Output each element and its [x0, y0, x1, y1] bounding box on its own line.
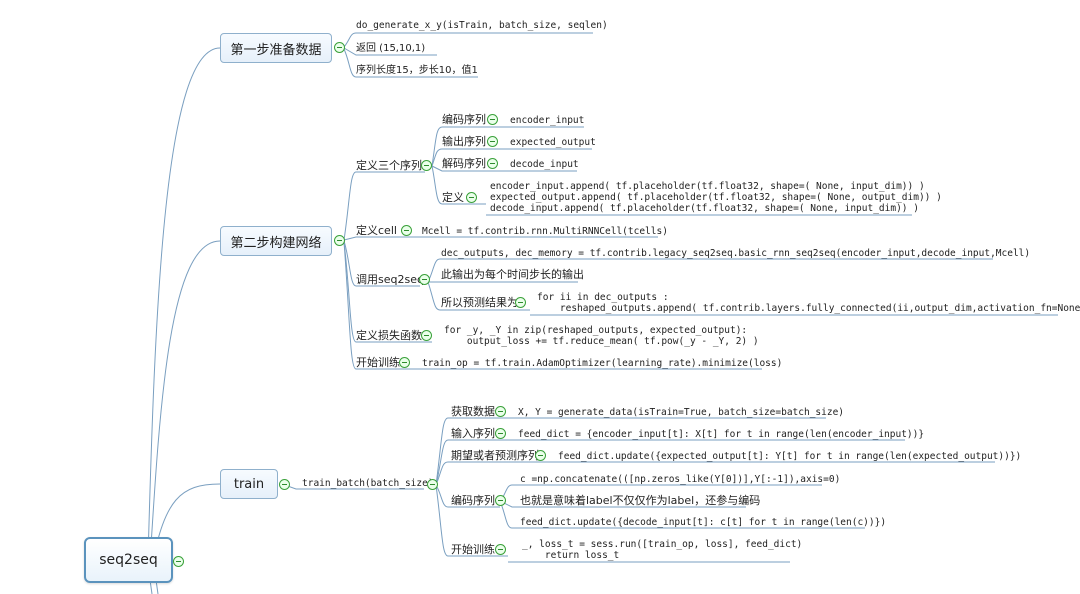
predict-code: for ii in dec_outputs : reshaped_outputs… [537, 292, 1080, 314]
encode-seq-label: 编码序列 [451, 494, 495, 507]
call-label: 调用seq2seq [356, 273, 424, 286]
step2-train-label: 开始训练 [356, 356, 400, 369]
expect-seq-label: 期望或者预测序列 [451, 449, 539, 462]
collapse-icon[interactable] [334, 235, 345, 246]
get-data-label: 获取数据 [451, 405, 495, 418]
collapse-icon[interactable] [401, 225, 412, 236]
cell-value: Mcell = tf.contrib.rnn.MultiRNNCell(tcel… [422, 226, 668, 237]
encode-note: 也就是意味着label不仅仅作为label，还参与编码 [520, 494, 761, 507]
collapse-icon[interactable] [466, 192, 477, 203]
train-label: train [233, 476, 265, 492]
encode-code-1: c =np.concatenate(([np.zeros_like(Y[0])]… [520, 474, 841, 485]
get-data-code: X, Y = generate_data(isTrain=True, batch… [518, 407, 845, 418]
collapse-icon[interactable] [421, 330, 432, 341]
step2-label: 第二步构建网络 [230, 235, 322, 251]
input-seq-label: 输入序列 [451, 427, 495, 440]
step2-train-code: train_op = tf.train.AdamOptimizer(learni… [422, 358, 783, 369]
seq-encode-value: encoder_input [510, 115, 585, 126]
loss-label: 定义损失函数 [356, 329, 422, 342]
step1-item-seqlen: 序列长度15，步长10，值1 [356, 65, 478, 76]
root-label: seq2seq [99, 552, 158, 568]
start-train-label: 开始训练 [451, 543, 495, 556]
train-node[interactable]: train [220, 469, 278, 499]
cell-label: 定义cell [356, 224, 397, 237]
define3-label: 定义三个序列 [356, 159, 422, 172]
train-batch: train_batch(batch_size) [302, 478, 434, 489]
define-line-3: decode_input.append( tf.placeholder(tf.f… [490, 203, 919, 214]
collapse-icon[interactable] [515, 297, 526, 308]
step2-node[interactable]: 第二步构建网络 [220, 226, 332, 256]
step1-item-return: 返回 (15,10,1) [356, 43, 426, 54]
define-label: 定义 [442, 191, 464, 204]
collapse-icon[interactable] [487, 158, 498, 169]
seq-decode-label: 解码序列 [442, 157, 486, 170]
collapse-icon[interactable] [279, 479, 290, 490]
collapse-icon[interactable] [399, 357, 410, 368]
collapse-icon[interactable] [495, 406, 506, 417]
collapse-icon[interactable] [495, 495, 506, 506]
define-line-1: encoder_input.append( tf.placeholder(tf.… [490, 181, 925, 192]
step1-node[interactable]: 第一步准备数据 [220, 33, 332, 63]
expect-seq-code: feed_dict.update({expected_output[t]: Y[… [558, 451, 1022, 462]
seq-decode-value: decode_input [510, 159, 579, 170]
seq-encode-label: 编码序列 [442, 113, 486, 126]
predict-label: 所以预测结果为 [441, 296, 518, 309]
collapse-icon[interactable] [487, 136, 498, 147]
seq-output-label: 输出序列 [442, 135, 486, 148]
collapse-icon[interactable] [495, 544, 506, 555]
step1-item-generate: do_generate_x_y(isTrain, batch_size, seq… [356, 20, 608, 31]
root-node[interactable]: seq2seq [84, 537, 173, 583]
collapse-icon[interactable] [495, 428, 506, 439]
collapse-icon[interactable] [535, 450, 546, 461]
collapse-icon[interactable] [334, 42, 345, 53]
collapse-icon[interactable] [419, 274, 430, 285]
collapse-icon[interactable] [421, 160, 432, 171]
loss-code: for _y, _Y in zip(reshaped_outputs, expe… [444, 325, 759, 347]
input-seq-code: feed_dict = {encoder_input[t]: X[t] for … [518, 429, 925, 440]
seq-output-value: expected_output [510, 137, 596, 148]
define-line-2: expected_output.append( tf.placeholder(t… [490, 192, 942, 203]
call-note: 此输出为每个时间步长的输出 [441, 268, 584, 281]
start-train-code: _, loss_t = sess.run([train_op, loss], f… [522, 539, 803, 561]
collapse-icon[interactable] [487, 114, 498, 125]
collapse-icon[interactable] [173, 556, 184, 567]
collapse-icon[interactable] [427, 479, 438, 490]
call-code: dec_outputs, dec_memory = tf.contrib.leg… [441, 248, 1031, 259]
encode-code-2: feed_dict.update({decode_input[t]: c[t] … [520, 517, 887, 528]
step1-label: 第一步准备数据 [230, 42, 322, 58]
